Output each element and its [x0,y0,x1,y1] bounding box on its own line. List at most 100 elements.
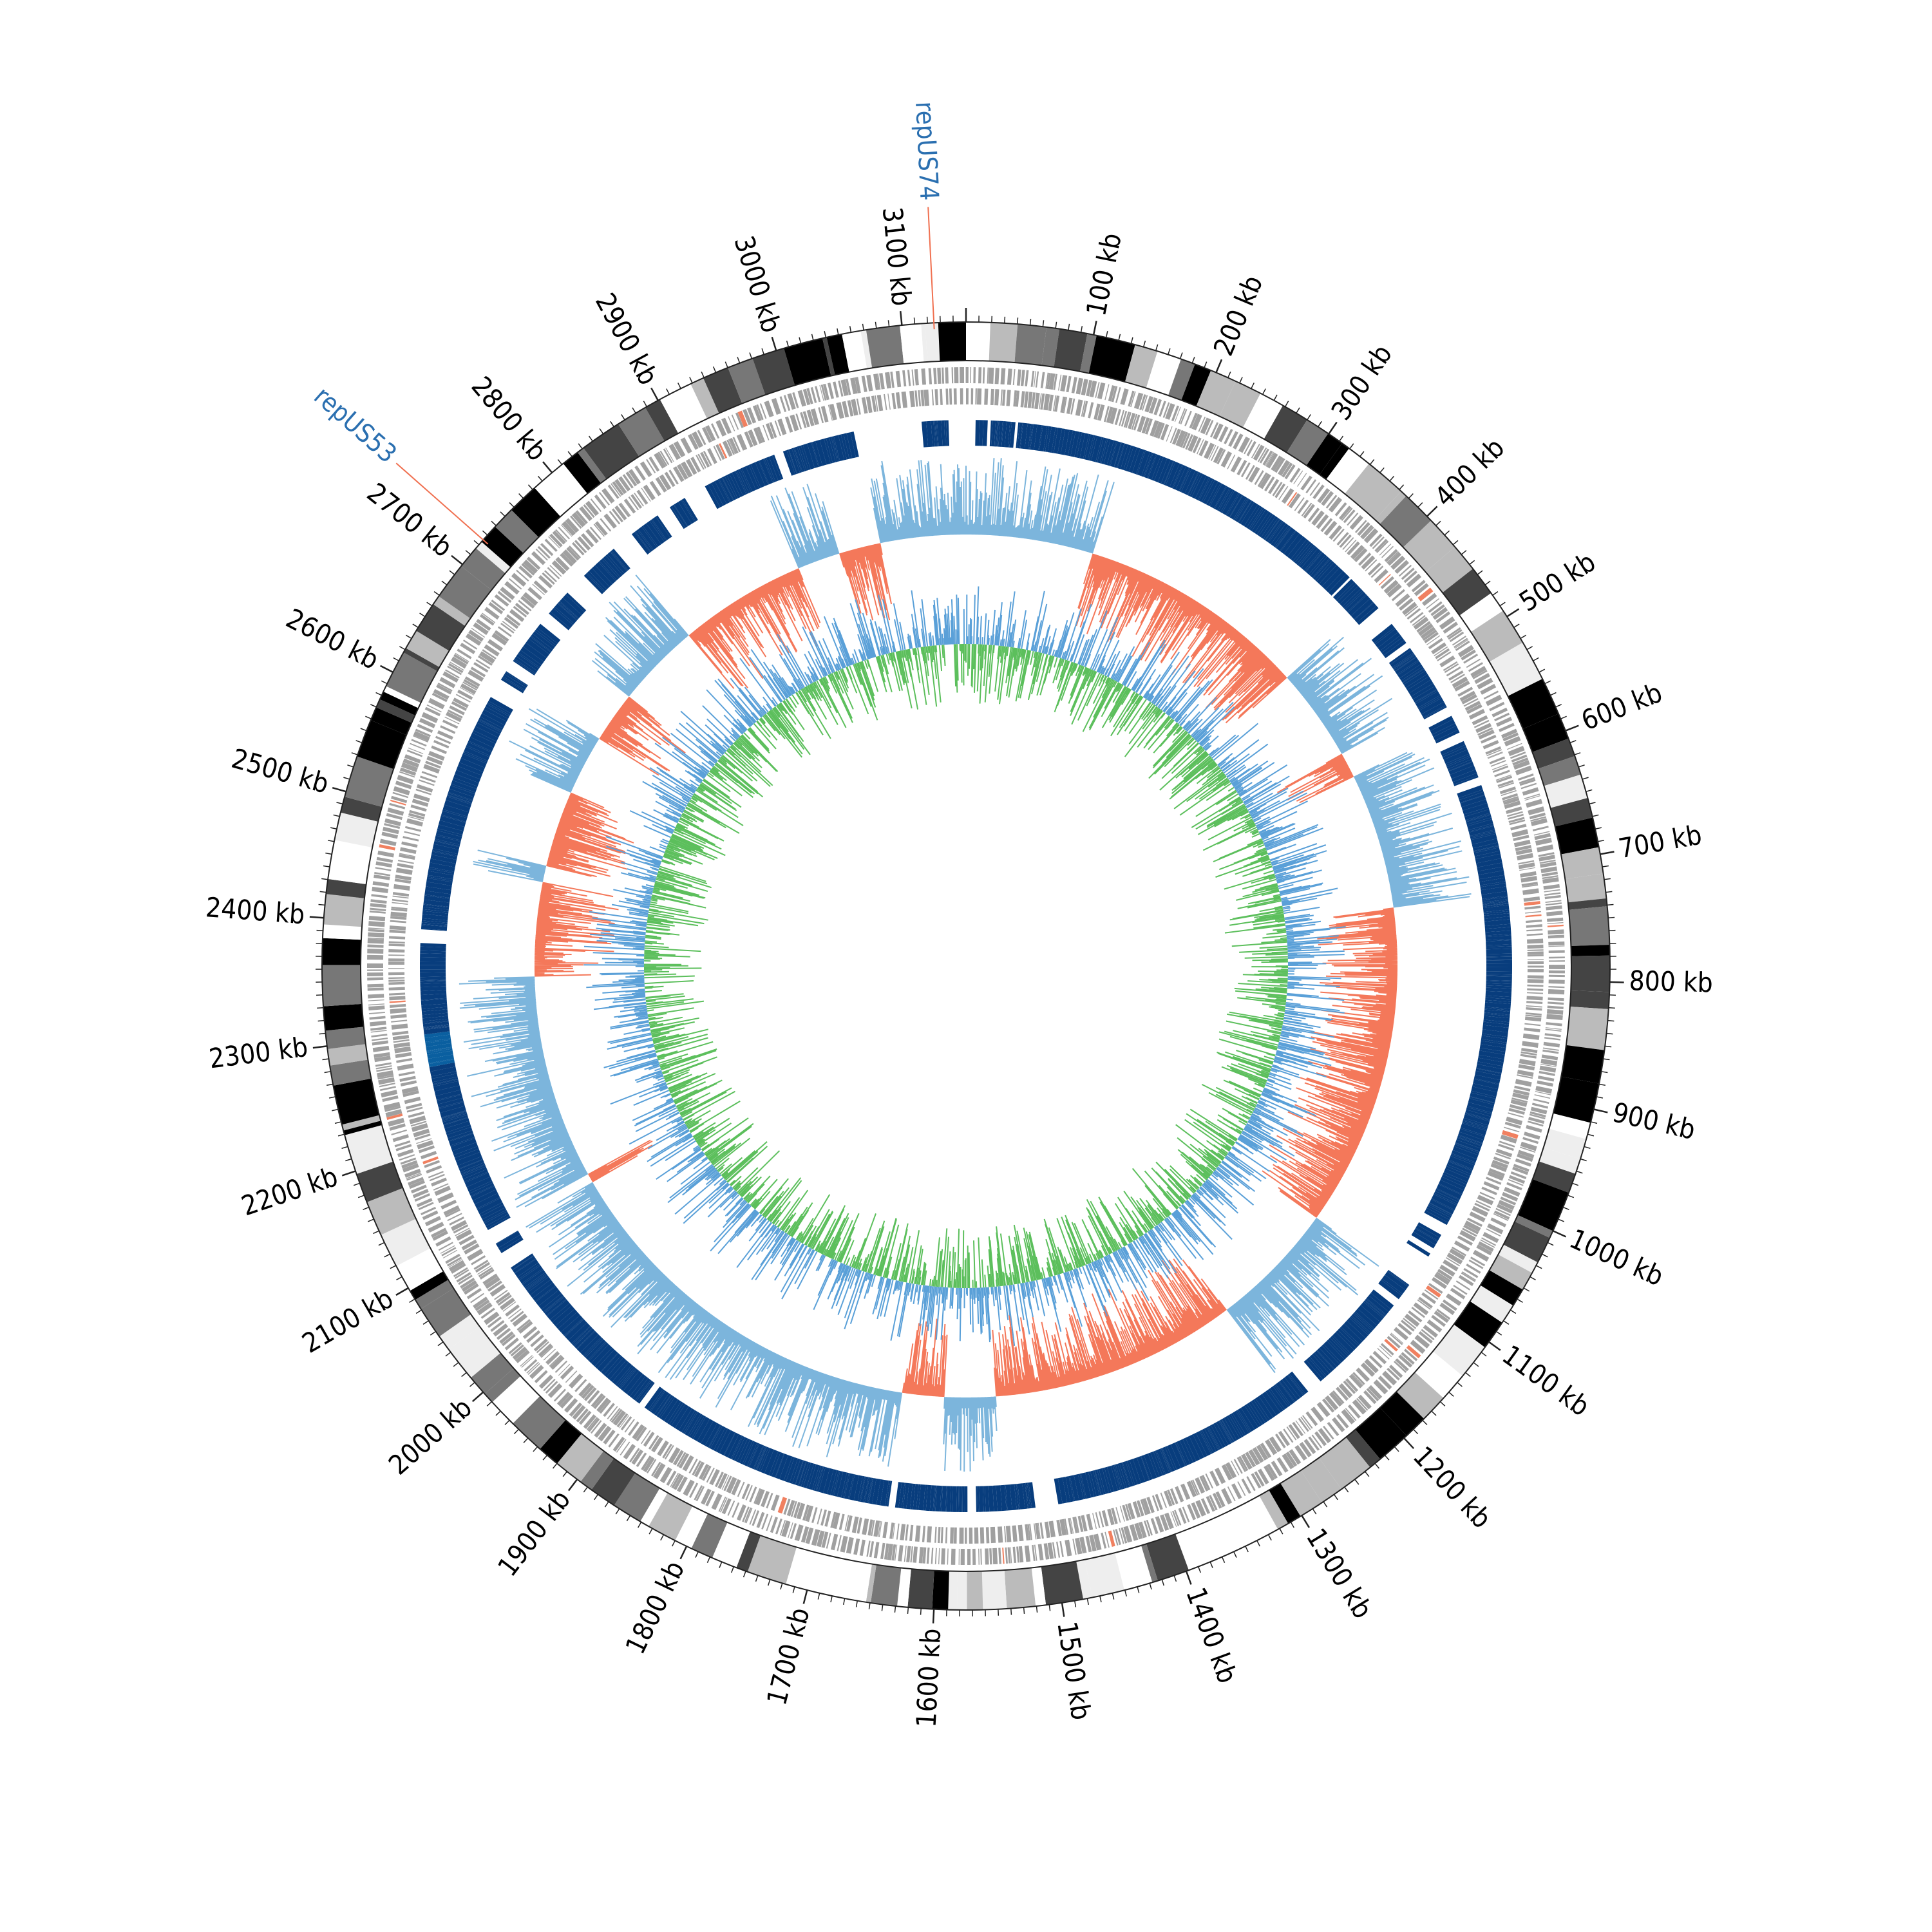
gene-forward-strand [1323,1425,1334,1440]
tick-label: 300 kb [1325,339,1398,426]
gene-forward-strand [1428,601,1443,613]
tick-label: 2600 kb [281,602,384,676]
blast-hit [650,1390,669,1415]
gene-forward-strand [820,384,827,401]
gene-reverse-strand [934,1526,937,1543]
minor-tick [1149,1583,1152,1590]
blast-hit [918,1484,925,1511]
gene-forward-strand [646,459,656,473]
blast-hit [629,1376,649,1399]
minor-tick [1422,1419,1428,1425]
blast-hit [719,1430,735,1455]
gene-reverse-strand [1236,1457,1247,1472]
blast-hit [1484,916,1510,922]
blast-hit [1486,946,1512,950]
gene-forward-strand [1544,889,1560,893]
blast-hit [1479,1050,1505,1059]
major-tick [1593,1108,1608,1113]
gene-forward-strand [1378,1376,1392,1390]
minor-tick [1124,1589,1127,1596]
blast-hit [1093,1470,1101,1496]
gene-reverse-strand [953,1527,957,1544]
gene-forward-strand [1480,1239,1495,1248]
gene-forward-strand [392,791,409,799]
blast-hit [1467,1102,1493,1113]
gene-forward-strand [1506,1182,1522,1191]
minor-tick [1344,1486,1349,1493]
blast-hit [1122,1461,1133,1487]
blast-hit [1482,905,1510,913]
gene-forward-strand [1457,645,1474,658]
gene-reverse-strand [1526,933,1543,936]
gene-forward-strand [404,754,421,764]
gene-reverse-strand [1522,1033,1540,1040]
gene-reverse-strand [1508,1112,1524,1118]
minor-tick [1576,1170,1583,1174]
gene-forward-strand [1513,1164,1530,1172]
gene-reverse-strand [1495,1152,1511,1160]
blast-hit [422,1016,449,1021]
blast-hit [1153,1450,1165,1476]
gene-forward-strand [625,471,638,487]
blast-hit [983,1486,986,1512]
blast-hit [844,1473,854,1499]
gene-reverse-strand [1316,514,1329,529]
blast-hit [1481,891,1508,900]
blast-hit [1085,1472,1095,1498]
gene-reverse-strand [574,540,587,553]
gene-reverse-strand [1413,616,1429,630]
blast-hit [456,1151,482,1166]
major-tick [802,1589,808,1604]
blast-ring [419,420,1513,1513]
gene-reverse-strand [659,474,672,491]
gene-forward-strand [692,431,703,448]
blast-hit [1189,1434,1204,1460]
gene-reverse-strand [1054,395,1060,412]
gene-reverse-strand [479,651,495,664]
gene-reverse-strand [1142,1498,1151,1515]
blast-hit [1079,433,1089,459]
blast-hit [1101,439,1111,464]
minor-tick [1533,657,1539,661]
blast-hit [1383,639,1406,659]
blast-hit [1468,824,1494,833]
ideogram-band [1326,448,1369,494]
blast-hit [1431,1198,1455,1211]
gene-forward-strand [710,423,720,439]
gene-forward-strand [462,639,478,650]
gene-reverse-strand [1027,1524,1031,1540]
minor-tick [351,752,358,755]
tick-label: 2300 kb [207,1031,310,1075]
blast-hit [618,1367,636,1388]
blast-hit [729,472,743,497]
gene-reverse-strand [1281,488,1294,504]
blast-hit [1314,560,1334,582]
blast-hit [979,1486,984,1512]
blast-hit [426,1048,453,1055]
gene-reverse-strand [1431,1276,1447,1289]
blast-hit [1461,1123,1487,1136]
gene-reverse-strand [648,1435,659,1450]
blast-hit [513,658,536,675]
gene-forward-strand [499,1331,514,1344]
blast-hit [1288,1374,1305,1395]
blast-hit [435,1090,462,1101]
blast-hit [1123,445,1134,471]
blast-hit [448,788,474,800]
gene-reverse-strand [392,1030,409,1036]
gene-reverse-strand [1018,1524,1024,1542]
gene-forward-strand [410,743,426,750]
minor-tick [1601,1071,1608,1074]
gene-forward-strand [898,1545,904,1562]
gene-reverse-strand [1020,391,1025,408]
gene-forward-strand [1545,1028,1562,1032]
gene-forward-strand [806,388,813,404]
gene-forward-strand [705,425,716,442]
blast-hit [637,529,654,551]
blast-hit [420,990,447,996]
blast-hit [691,1416,706,1439]
gene-forward-strand [540,543,554,556]
blast-hit [1091,435,1103,462]
minor-tick [1580,1158,1587,1162]
blast-hit [612,1362,632,1385]
